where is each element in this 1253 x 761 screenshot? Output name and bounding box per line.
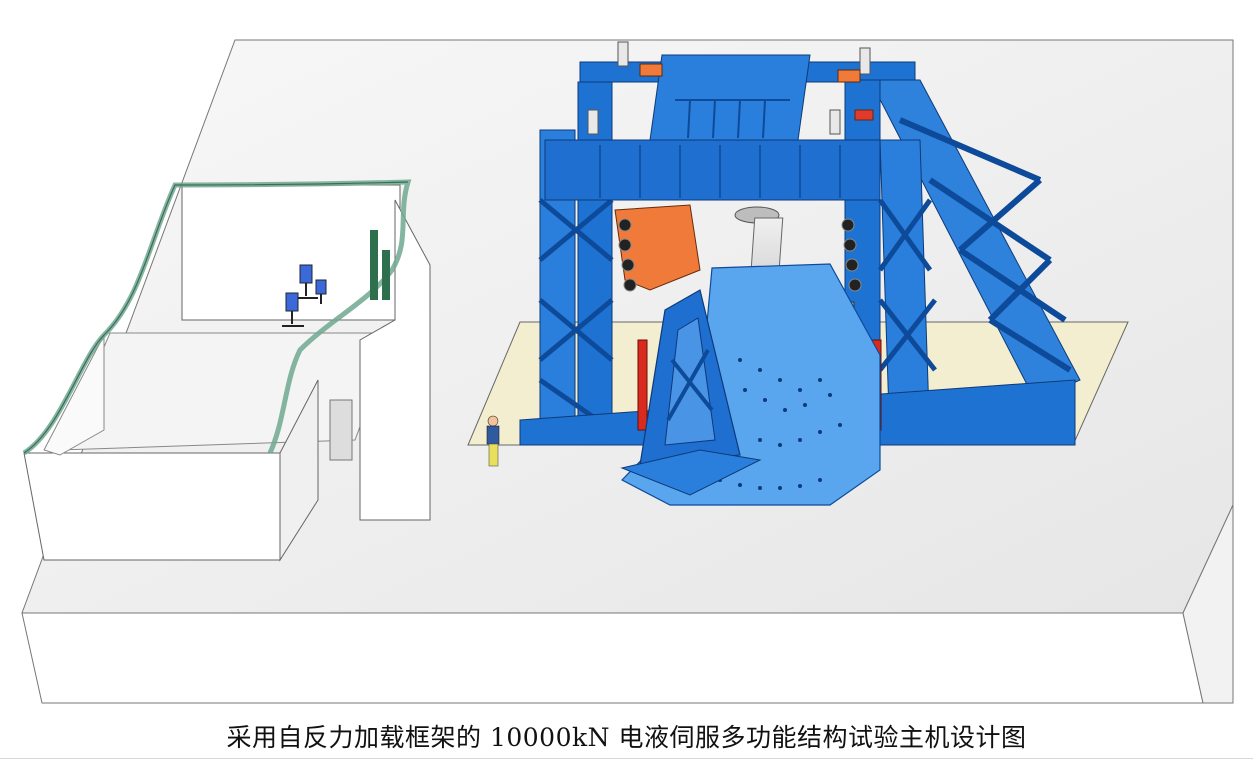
room-front-wall [23,452,281,561]
room-front-side [279,379,319,562]
top-cylinder [617,41,629,67]
right-truss-members [898,117,1072,373]
loading-head [649,54,811,141]
crossbeam-ribs [599,145,841,198]
top-actuator [639,63,663,77]
person-head [487,415,499,427]
red-cylinder [637,339,648,431]
top-cylinder [587,109,599,135]
person-legs [488,443,499,467]
floor-right-face [1182,504,1234,704]
reaction-tower [620,289,762,496]
person-figure [486,415,500,467]
top-actuator [837,69,861,83]
person-torso [486,425,500,445]
crossbeam-front [544,139,881,201]
top-cylinder [829,109,841,135]
room-left-panel [43,334,105,456]
room-side-wall [359,199,431,521]
guide-rollers [618,218,862,292]
chair-icon [315,279,327,304]
loading-head-cells [675,99,790,139]
loading-frame [519,41,1081,446]
left-column-rear [577,81,613,441]
tower-bracing [666,349,714,421]
bottom-divider [0,758,1253,759]
glass-curtain-edge [23,181,409,454]
room-door [329,399,353,461]
top-actuator [854,109,874,121]
right-bracing [877,198,937,372]
platform-bolt-holes [718,358,842,490]
room-window-frame [370,230,378,300]
chair-icon [282,292,304,327]
floor-front-face [21,612,1204,704]
room-window-frame-2 [382,250,390,300]
control-room [22,179,431,562]
figure-caption: 采用自反力加载框架的 10000kN 电液伺服多功能结构试验主机设计图 [226,723,1027,752]
top-cylinder [859,47,871,75]
tower-base [620,449,762,496]
chair-icon [296,264,318,299]
